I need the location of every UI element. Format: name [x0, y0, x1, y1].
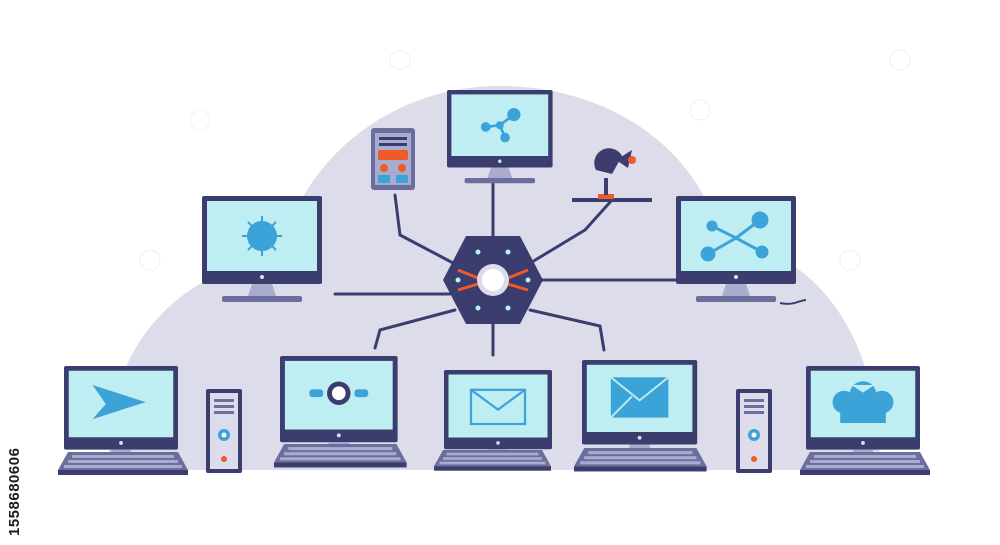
top-monitor [447, 90, 553, 184]
share-icon [700, 211, 769, 262]
envelope-filled-icon [610, 376, 669, 419]
tower-left [206, 389, 242, 473]
bottom-workstation-5 [800, 366, 930, 475]
right-monitor [676, 196, 807, 305]
virus-icon [242, 216, 282, 256]
webcam-icon [309, 381, 369, 405]
left-monitor [202, 196, 322, 302]
network-hub-icon [443, 236, 543, 324]
bottom-workstation-4 [574, 360, 707, 472]
image-id-label: 1558680606 [6, 447, 23, 536]
watermark-pattern [139, 49, 911, 271]
bottom-workstation-2 [274, 356, 407, 468]
envelope-icon [469, 388, 527, 426]
chef-hat-icon [832, 381, 894, 423]
network-nodes-icon [480, 108, 521, 143]
control-panel-icon [371, 128, 415, 190]
satellite-dish-icon [572, 148, 652, 202]
tower-right [736, 389, 772, 473]
bottom-workstation-3 [434, 370, 552, 471]
connection-lines [333, 178, 678, 357]
bottom-workstation-1 [58, 366, 188, 475]
send-icon [92, 385, 146, 420]
